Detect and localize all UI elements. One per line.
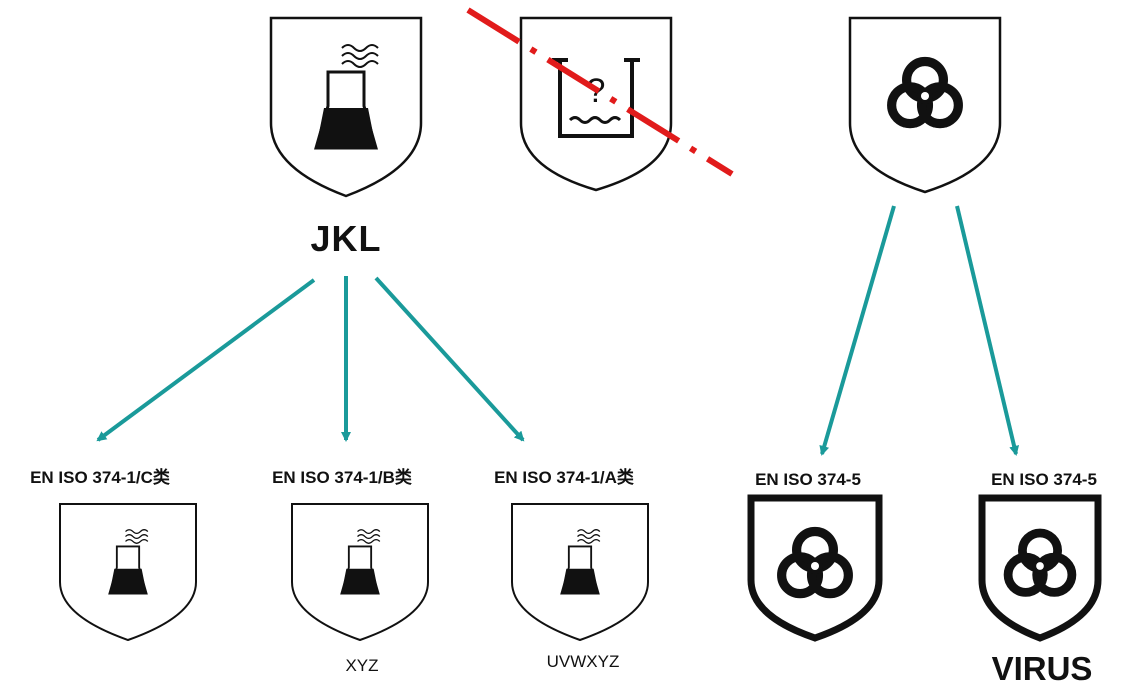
type-a-standard-label: EN ISO 374-1/A类 (494, 468, 634, 487)
arrow-to-type-a (374, 276, 525, 442)
arrow-to-bio-1 (819, 205, 896, 456)
chemical-shield-c (59, 503, 197, 642)
type-b-code-label: XYZ (345, 656, 379, 675)
biohazard-shield-1 (747, 494, 883, 642)
arrows (96, 205, 1020, 456)
chemical-shield-b (291, 503, 429, 642)
arrow-to-type-c (96, 278, 316, 442)
type-a-code-label: UVWXYZ (546, 652, 620, 671)
biohazard-shield-2 (978, 494, 1102, 642)
unknown-liquid-shield: ? (519, 16, 673, 192)
virus-label: VIRUS (991, 650, 1093, 687)
type-c-standard-label: EN ISO 374-1/C类 (30, 468, 170, 487)
chemical-shield-top (269, 16, 423, 198)
bio-standard-label-1: EN ISO 374-5 (755, 470, 861, 489)
strike-line (466, 7, 734, 177)
chemical-shield-a (511, 503, 649, 642)
bio-standard-label-2: EN ISO 374-5 (991, 470, 1097, 489)
biohazard-shield-top (848, 16, 1002, 194)
type-b-standard-label: EN ISO 374-1/B类 (272, 468, 412, 487)
chemical-code-label: JKL (310, 218, 382, 259)
arrow-to-bio-2 (955, 205, 1020, 456)
